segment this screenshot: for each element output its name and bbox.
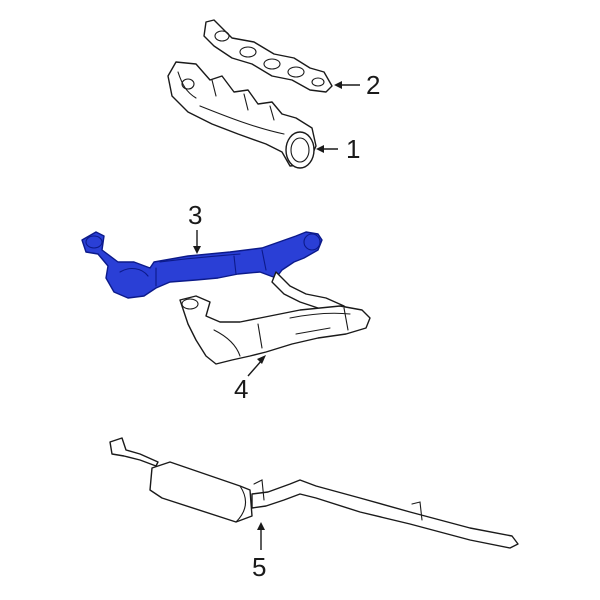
callout-3-label: 3 xyxy=(188,200,202,230)
callout-5-label: 5 xyxy=(252,552,266,582)
callout-3: 3 xyxy=(188,200,202,254)
callout-1-label: 1 xyxy=(346,134,360,164)
callout-4: 4 xyxy=(234,355,266,404)
exhaust-manifold[interactable] xyxy=(167,61,317,169)
callout-4-label: 4 xyxy=(234,374,248,404)
catalytic-converter-right[interactable] xyxy=(179,295,371,365)
callout-5: 5 xyxy=(252,522,266,582)
manifold-gasket[interactable] xyxy=(203,19,333,93)
callout-1: 1 xyxy=(316,134,360,164)
callout-2: 2 xyxy=(334,70,380,100)
callout-2-label: 2 xyxy=(366,70,380,100)
muffler-tailpipe[interactable] xyxy=(109,437,519,549)
catalytic-converter-assembly[interactable] xyxy=(81,231,323,299)
